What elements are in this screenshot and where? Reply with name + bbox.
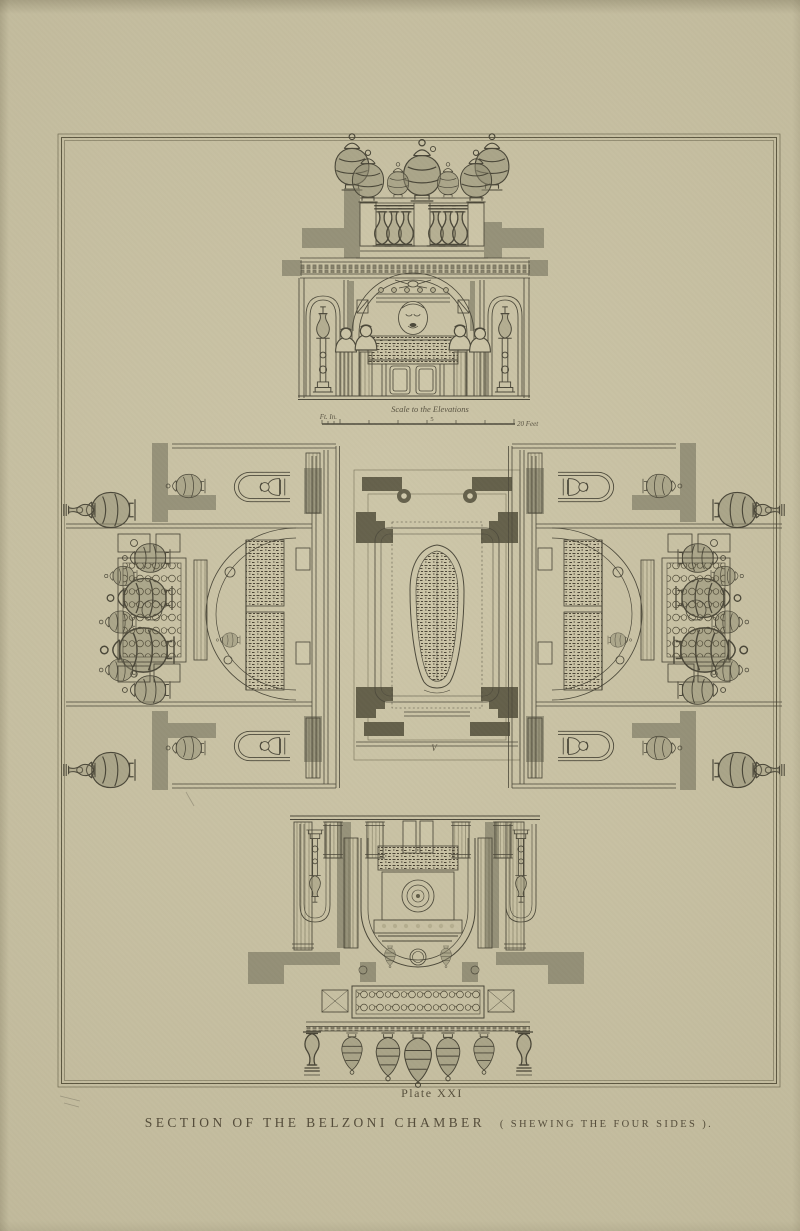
- scale-unit-left: Ft. In.: [319, 413, 338, 421]
- left-wall-elevation-drawing: [63, 443, 340, 790]
- plan-label: V: [431, 743, 438, 753]
- plate-caption: SECTION OF THE BELZONI CHAMBER ( SHEWING…: [0, 1114, 800, 1132]
- right-wall-elevation-drawing: [509, 443, 785, 790]
- scale-unit-right: 20 Feet: [517, 420, 539, 428]
- plate-number: Plate XXI: [401, 1086, 463, 1100]
- top-wall-elevation-drawing: [282, 133, 548, 400]
- sarcophagus-plan: [409, 544, 465, 694]
- scale-title: Scale to the Elevations: [391, 404, 469, 414]
- scale-bar: Ft. In. Scale to the Elevations 5 20 Fee…: [319, 404, 540, 428]
- bottom-wall-elevation-drawing: [248, 815, 584, 1088]
- caption-main-text: SECTION OF THE BELZONI CHAMBER: [144, 1115, 486, 1130]
- stray-scan-marks: [59, 791, 195, 1108]
- chamber-plan-drawing: V: [353, 469, 521, 761]
- scale-mid-number: 5: [430, 416, 433, 423]
- caption-paren-text: ( SHEWING THE FOUR SIDES ).: [499, 1119, 714, 1130]
